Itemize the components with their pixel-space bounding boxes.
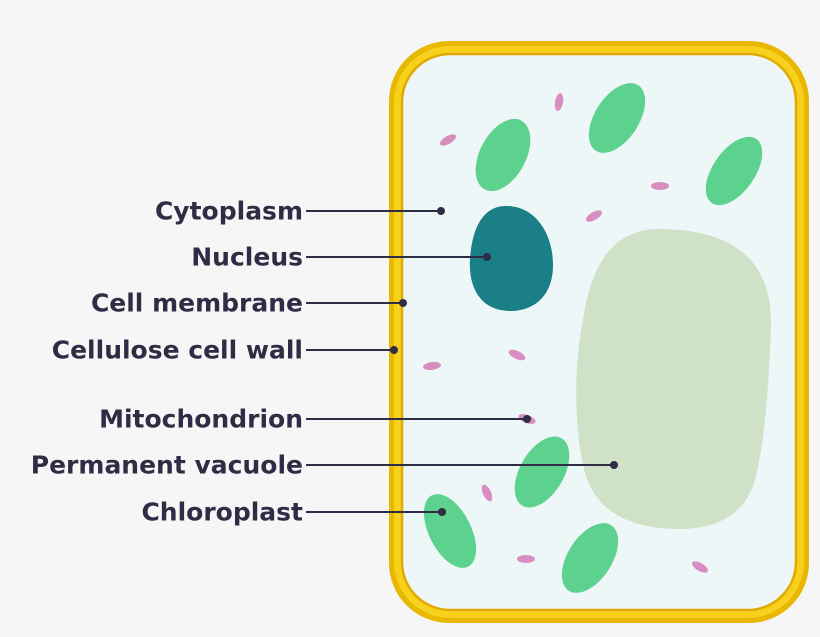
mitochondrion	[691, 561, 709, 573]
label-text-nucleus: Nucleus	[191, 243, 303, 272]
label-cellulose-cell-wall: Cellulose cell wall	[52, 336, 398, 365]
mitochondrion	[651, 182, 669, 190]
permanent-vacuole	[576, 228, 772, 530]
chloroplast	[561, 523, 619, 593]
chloroplast	[475, 118, 531, 192]
label-text-cytoplasm: Cytoplasm	[155, 197, 303, 226]
mitochondrion	[423, 361, 441, 371]
chloroplast	[588, 83, 646, 153]
label-mitochondrion: Mitochondrion	[99, 405, 531, 434]
label-text-permanent-vacuole: Permanent vacuole	[31, 451, 303, 480]
mitochondrion	[481, 484, 493, 502]
nucleus	[469, 206, 553, 311]
mitochondrion	[585, 210, 603, 222]
label-text-cell-membrane: Cell membrane	[91, 289, 303, 318]
label-nucleus: Nucleus	[191, 243, 491, 272]
chloroplast	[514, 436, 570, 508]
label-permanent-vacuole: Permanent vacuole	[31, 451, 618, 480]
mitochondrion	[508, 349, 526, 361]
label-chloroplast: Chloroplast	[141, 498, 446, 527]
label-cytoplasm: Cytoplasm	[155, 197, 445, 226]
mitochondria-group	[423, 93, 709, 573]
mitochondrion	[439, 134, 457, 146]
chloroplast-group	[423, 83, 763, 593]
label-group: Cytoplasm Nucleus Cell membrane Cellulos…	[31, 197, 618, 527]
label-text-chloroplast: Chloroplast	[141, 498, 303, 527]
label-text-cellulose-cell-wall: Cellulose cell wall	[52, 336, 303, 365]
mitochondrion	[554, 93, 564, 111]
chloroplast	[705, 136, 763, 206]
label-text-mitochondrion: Mitochondrion	[99, 405, 303, 434]
mitochondrion	[517, 555, 535, 563]
label-cell-membrane: Cell membrane	[91, 289, 407, 318]
